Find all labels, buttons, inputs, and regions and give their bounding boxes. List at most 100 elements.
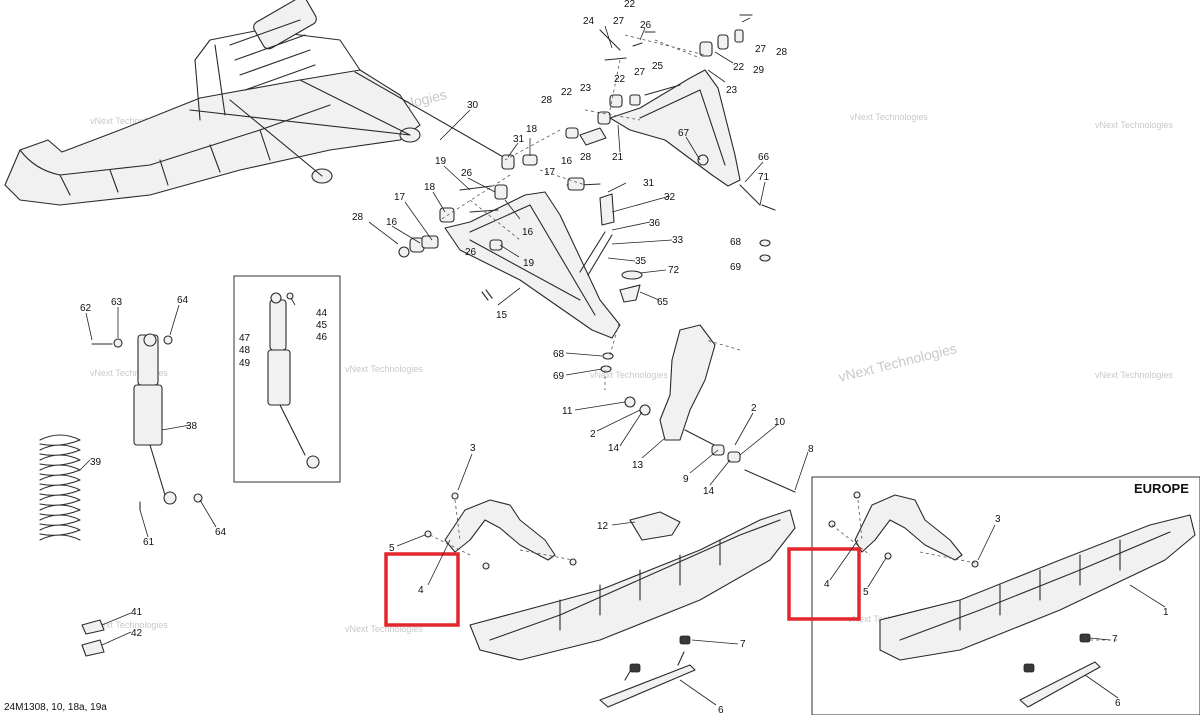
callout-4: 4 xyxy=(418,585,424,596)
callout-15: 15 xyxy=(496,310,508,321)
lower-a-arm-drawing xyxy=(444,191,621,339)
callout-66: 66 xyxy=(758,152,770,163)
callout-69: 69 xyxy=(553,371,565,382)
callout-28: 28 xyxy=(541,95,553,106)
callout-8: 8 xyxy=(808,444,814,455)
callout-3: 3 xyxy=(995,514,1001,525)
callout-72: 72 xyxy=(668,265,680,276)
callout-71: 71 xyxy=(758,172,770,183)
callout-27: 27 xyxy=(634,67,646,78)
callout-22: 22 xyxy=(561,87,573,98)
callout-23: 23 xyxy=(580,83,592,94)
callout-2: 2 xyxy=(751,403,757,414)
callout-2: 2 xyxy=(590,429,596,440)
highlight-box-part-4 xyxy=(384,552,460,627)
callout-5: 5 xyxy=(863,587,869,598)
callout-27: 27 xyxy=(613,16,625,27)
highlight-box-part-4-europe xyxy=(787,547,861,621)
small-hardware-drawings xyxy=(398,14,776,373)
shock-absorber-drawing xyxy=(91,333,203,511)
callout-6: 6 xyxy=(1115,698,1121,709)
spring-drawing xyxy=(39,434,81,541)
callout-9: 9 xyxy=(683,474,689,485)
callout-4: 4 xyxy=(824,579,830,590)
callout-28: 28 xyxy=(776,47,788,58)
europe-ski-drawing xyxy=(811,476,1200,715)
leader-lines xyxy=(79,17,1166,706)
callout-45: 45 xyxy=(316,320,328,331)
callout-28: 28 xyxy=(352,212,364,223)
callout-6: 6 xyxy=(718,705,724,715)
callout-36: 36 xyxy=(649,218,661,229)
callout-25: 25 xyxy=(652,61,664,72)
callout-7: 7 xyxy=(740,639,746,650)
watermark-4: vNext Technologies xyxy=(1095,120,1173,130)
callout-24: 24 xyxy=(583,16,595,27)
callout-16: 16 xyxy=(522,227,534,238)
callout-26: 26 xyxy=(640,20,652,31)
callout-65: 65 xyxy=(657,297,669,308)
callout-32: 32 xyxy=(664,192,676,203)
callout-14: 14 xyxy=(608,443,620,454)
front-suspension-assembly-drawing xyxy=(4,0,506,206)
callout-27: 27 xyxy=(755,44,767,55)
callout-31: 31 xyxy=(513,134,525,145)
callout-22: 22 xyxy=(624,0,636,10)
watermark-5: vNext Technologies xyxy=(90,368,168,378)
callout-17: 17 xyxy=(544,167,556,178)
callout-16: 16 xyxy=(561,156,573,167)
region-label-europe: EUROPE xyxy=(1134,481,1189,496)
callout-22: 22 xyxy=(614,74,626,85)
upper-a-arm-drawing xyxy=(566,69,741,187)
callout-38: 38 xyxy=(186,421,198,432)
callout-68: 68 xyxy=(553,349,565,360)
callout-13: 13 xyxy=(632,460,644,471)
watermark-11: vNext Technologies xyxy=(345,624,423,634)
callout-30: 30 xyxy=(467,100,479,111)
callout-16: 16 xyxy=(386,217,398,228)
watermark-8: vNext Technologies xyxy=(837,340,958,385)
callout-46: 46 xyxy=(316,332,328,343)
runner-drawing xyxy=(599,511,696,708)
callout-63: 63 xyxy=(111,297,123,308)
callout-31: 31 xyxy=(643,178,655,189)
callout-labels: 24 22 27 26 28 27 22 29 23 22 27 25 23 2… xyxy=(80,0,1169,715)
callout-5: 5 xyxy=(389,543,395,554)
callout-10: 10 xyxy=(774,417,786,428)
callout-14: 14 xyxy=(703,486,715,497)
watermark-6: vNext Technologies xyxy=(345,364,423,374)
callout-49: 49 xyxy=(239,358,251,369)
callout-47: 47 xyxy=(239,333,251,344)
diagram-reference-code: 24M1308, 10, 18a, 19a xyxy=(4,702,107,713)
callout-19: 19 xyxy=(523,258,535,269)
callout-18: 18 xyxy=(526,124,538,135)
callout-22: 22 xyxy=(733,62,745,73)
callout-19: 19 xyxy=(435,156,447,167)
callout-3: 3 xyxy=(470,443,476,454)
watermark-1: vNext Technologies xyxy=(90,116,168,126)
watermark-3: vNext Technologies xyxy=(850,112,928,122)
callout-64: 64 xyxy=(215,527,227,538)
callout-68: 68 xyxy=(730,237,742,248)
callout-1: 1 xyxy=(1163,607,1169,618)
callout-33: 33 xyxy=(672,235,684,246)
callout-26: 26 xyxy=(461,168,473,179)
callout-35: 35 xyxy=(635,256,647,267)
callout-67: 67 xyxy=(678,128,690,139)
callout-62: 62 xyxy=(80,303,92,314)
callout-61: 61 xyxy=(143,537,155,548)
shock-inset xyxy=(233,275,341,483)
callout-18: 18 xyxy=(424,182,436,193)
callout-7: 7 xyxy=(1112,634,1118,645)
callout-28: 28 xyxy=(580,152,592,163)
callout-11: 11 xyxy=(562,406,573,417)
callout-69: 69 xyxy=(730,262,742,273)
callout-29: 29 xyxy=(753,65,765,76)
callout-17: 17 xyxy=(394,192,406,203)
callout-48: 48 xyxy=(239,345,251,356)
callout-44: 44 xyxy=(316,308,328,319)
callout-39: 39 xyxy=(90,457,102,468)
callout-21: 21 xyxy=(612,152,624,163)
watermark-10: vNext Technologies xyxy=(90,620,168,630)
